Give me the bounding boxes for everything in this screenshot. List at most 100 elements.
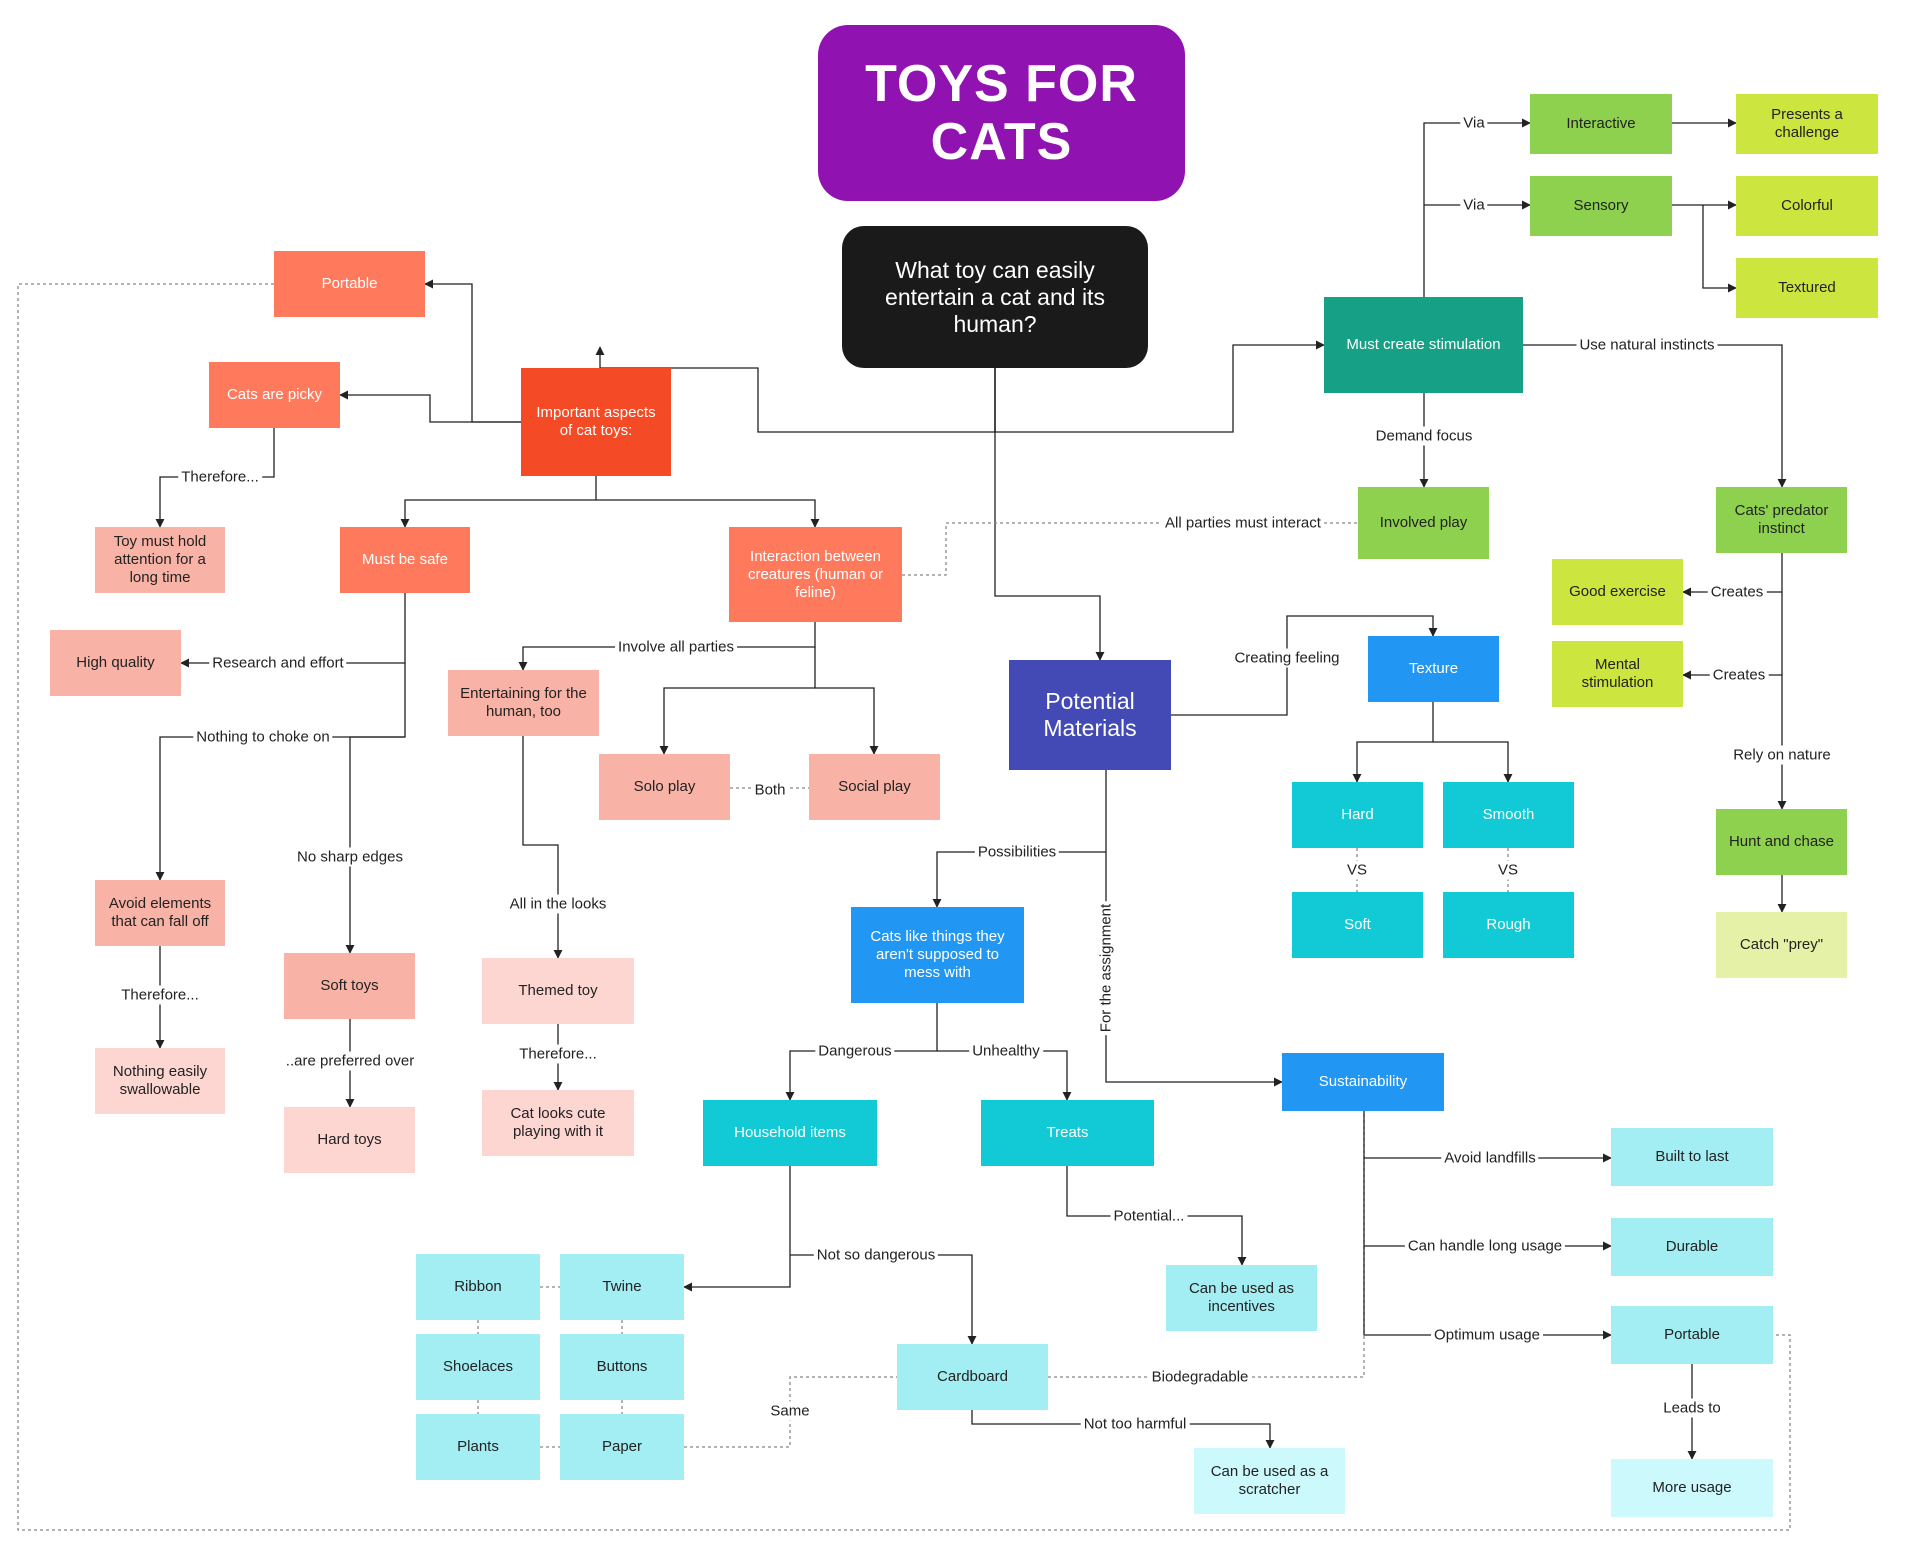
edge-label-looks: All in the looks xyxy=(506,894,610,914)
node-catch-prey: Catch "prey" xyxy=(1716,912,1847,978)
edge-label-creates-1: Creates xyxy=(1707,582,1767,602)
connector-line xyxy=(1523,344,1787,488)
node-predator-instinct: Cats' predator instinct xyxy=(1716,487,1847,553)
node-cardboard: Cardboard xyxy=(897,1344,1048,1410)
edge-label-therefore-1: Therefore... xyxy=(178,467,262,487)
node-cats-like-things: Cats like things they aren't supposed to… xyxy=(851,907,1024,1003)
edge-label-dangerous: Dangerous xyxy=(815,1041,895,1061)
node-buttons: Buttons xyxy=(560,1334,684,1400)
node-must-be-safe: Must be safe xyxy=(340,527,470,593)
connector-line xyxy=(1363,1246,1612,1340)
edge-label-vs-1: VS xyxy=(1343,860,1371,880)
edge-label-all-parties: All parties must interact xyxy=(1162,513,1324,533)
edge-label-via-1: Via xyxy=(1460,113,1488,133)
edge-label-demand: Demand focus xyxy=(1372,426,1476,446)
edge-label-therefore-3: Therefore... xyxy=(516,1044,600,1064)
edge-label-optimum: Optimum usage xyxy=(1431,1325,1543,1345)
node-involved-play: Involved play xyxy=(1358,487,1489,559)
node-can-be-incentives: Can be used as incentives xyxy=(1166,1265,1317,1331)
node-ribbon: Ribbon xyxy=(416,1254,540,1320)
node-hunt-and-chase: Hunt and chase xyxy=(1716,809,1847,875)
connector-line xyxy=(424,279,521,423)
node-texture: Texture xyxy=(1368,636,1499,702)
node-portable-bottom: Portable xyxy=(1611,1306,1773,1364)
edge-label-vs-2: VS xyxy=(1494,860,1522,880)
connector-line xyxy=(1682,592,1783,680)
edge-label-therefore-2: Therefore... xyxy=(118,985,202,1005)
node-interactive: Interactive xyxy=(1530,94,1672,154)
edge-label-same: Same xyxy=(767,1401,813,1421)
node-durable: Durable xyxy=(1611,1218,1773,1276)
connector-line xyxy=(17,283,1791,1531)
connector-line xyxy=(1352,702,1434,783)
node-avoid-elements: Avoid elements that can fall off xyxy=(95,880,225,946)
node-plants: Plants xyxy=(416,1414,540,1480)
edge-label-possibilities: Possibilities xyxy=(974,842,1060,862)
node-interaction: Interaction between creatures (human or … xyxy=(729,527,902,622)
node-themed-toy: Themed toy xyxy=(482,958,634,1024)
node-textured: Textured xyxy=(1736,258,1878,318)
connector-line xyxy=(1433,741,1513,783)
connector-line xyxy=(790,1254,977,1345)
edge-label-leads-to: Leads to xyxy=(1660,1398,1724,1418)
edge-label-potential: Potential... xyxy=(1110,1206,1188,1226)
node-treats: Treats xyxy=(981,1100,1154,1166)
connector-line xyxy=(1171,615,1438,716)
node-soft: Soft xyxy=(1292,892,1423,958)
connector-line xyxy=(596,499,820,528)
connector-line xyxy=(1105,852,1283,1087)
question-node: What toy can easily entertain a cat and … xyxy=(842,226,1148,368)
connector-line xyxy=(1423,118,1531,297)
node-built-to-last: Built to last xyxy=(1611,1128,1773,1186)
node-mental-stimulation: Mental stimulation xyxy=(1552,641,1683,707)
edge-label-natural: Use natural instincts xyxy=(1576,335,1718,355)
connector-line xyxy=(994,368,1105,661)
edge-label-unhealthy: Unhealthy xyxy=(969,1041,1043,1061)
node-potential-materials: Potential Materials xyxy=(1009,660,1171,770)
connector-line xyxy=(345,736,405,954)
node-cats-are-picky: Cats are picky xyxy=(209,362,340,428)
node-paper: Paper xyxy=(560,1414,684,1480)
connector-line xyxy=(1363,1158,1612,1251)
edge-label-assignment: For the assignment xyxy=(1096,900,1116,1036)
edge-label-not-dangerous: Not so dangerous xyxy=(813,1245,939,1265)
connector-line xyxy=(683,1166,791,1292)
edge-label-creating-feeling: Creating feeling xyxy=(1231,648,1343,668)
node-good-exercise: Good exercise xyxy=(1552,559,1683,625)
node-smooth: Smooth xyxy=(1443,782,1574,848)
node-more-usage: More usage xyxy=(1611,1459,1773,1517)
connector-line xyxy=(815,687,879,755)
node-high-quality: High quality xyxy=(50,630,181,696)
node-sustainability: Sustainability xyxy=(1282,1053,1444,1111)
node-twine: Twine xyxy=(560,1254,684,1320)
node-hard: Hard xyxy=(1292,782,1423,848)
node-important-aspects: Important aspects of cat toys: xyxy=(521,368,671,476)
connector-line xyxy=(180,593,406,668)
node-sensory: Sensory xyxy=(1530,176,1672,236)
edge-label-sharp: No sharp edges xyxy=(294,847,406,867)
node-cat-looks-cute: Cat looks cute playing with it xyxy=(482,1090,634,1156)
edge-label-long-usage: Can handle long usage xyxy=(1404,1236,1566,1256)
edge-label-preferred: ..are preferred over xyxy=(282,1051,418,1071)
connector-line xyxy=(902,522,1358,576)
node-shoelaces: Shoelaces xyxy=(416,1334,540,1400)
node-nothing-swallowable: Nothing easily swallowable xyxy=(95,1048,225,1114)
node-rough: Rough xyxy=(1443,892,1574,958)
edge-label-rely: Rely on nature xyxy=(1730,745,1834,765)
edge-label-choke: Nothing to choke on xyxy=(193,727,333,747)
connector-line xyxy=(1702,205,1737,293)
connector-line xyxy=(339,390,521,423)
node-hard-toys: Hard toys xyxy=(284,1107,415,1173)
edge-label-not-harmful: Not too harmful xyxy=(1080,1414,1190,1434)
title-node: TOYS FOR CATS xyxy=(818,25,1185,201)
node-presents-challenge: Presents a challenge xyxy=(1736,94,1878,154)
node-must-create-stimulation: Must create stimulation xyxy=(1324,297,1523,393)
connector-line xyxy=(659,647,816,755)
edge-label-creates-2: Creates xyxy=(1709,665,1769,685)
connector-line xyxy=(400,476,597,528)
node-household-items: Household items xyxy=(703,1100,877,1166)
node-solo-play: Solo play xyxy=(599,754,730,820)
connector-line xyxy=(932,770,1107,908)
node-entertaining: Entertaining for the human, too xyxy=(448,670,599,736)
